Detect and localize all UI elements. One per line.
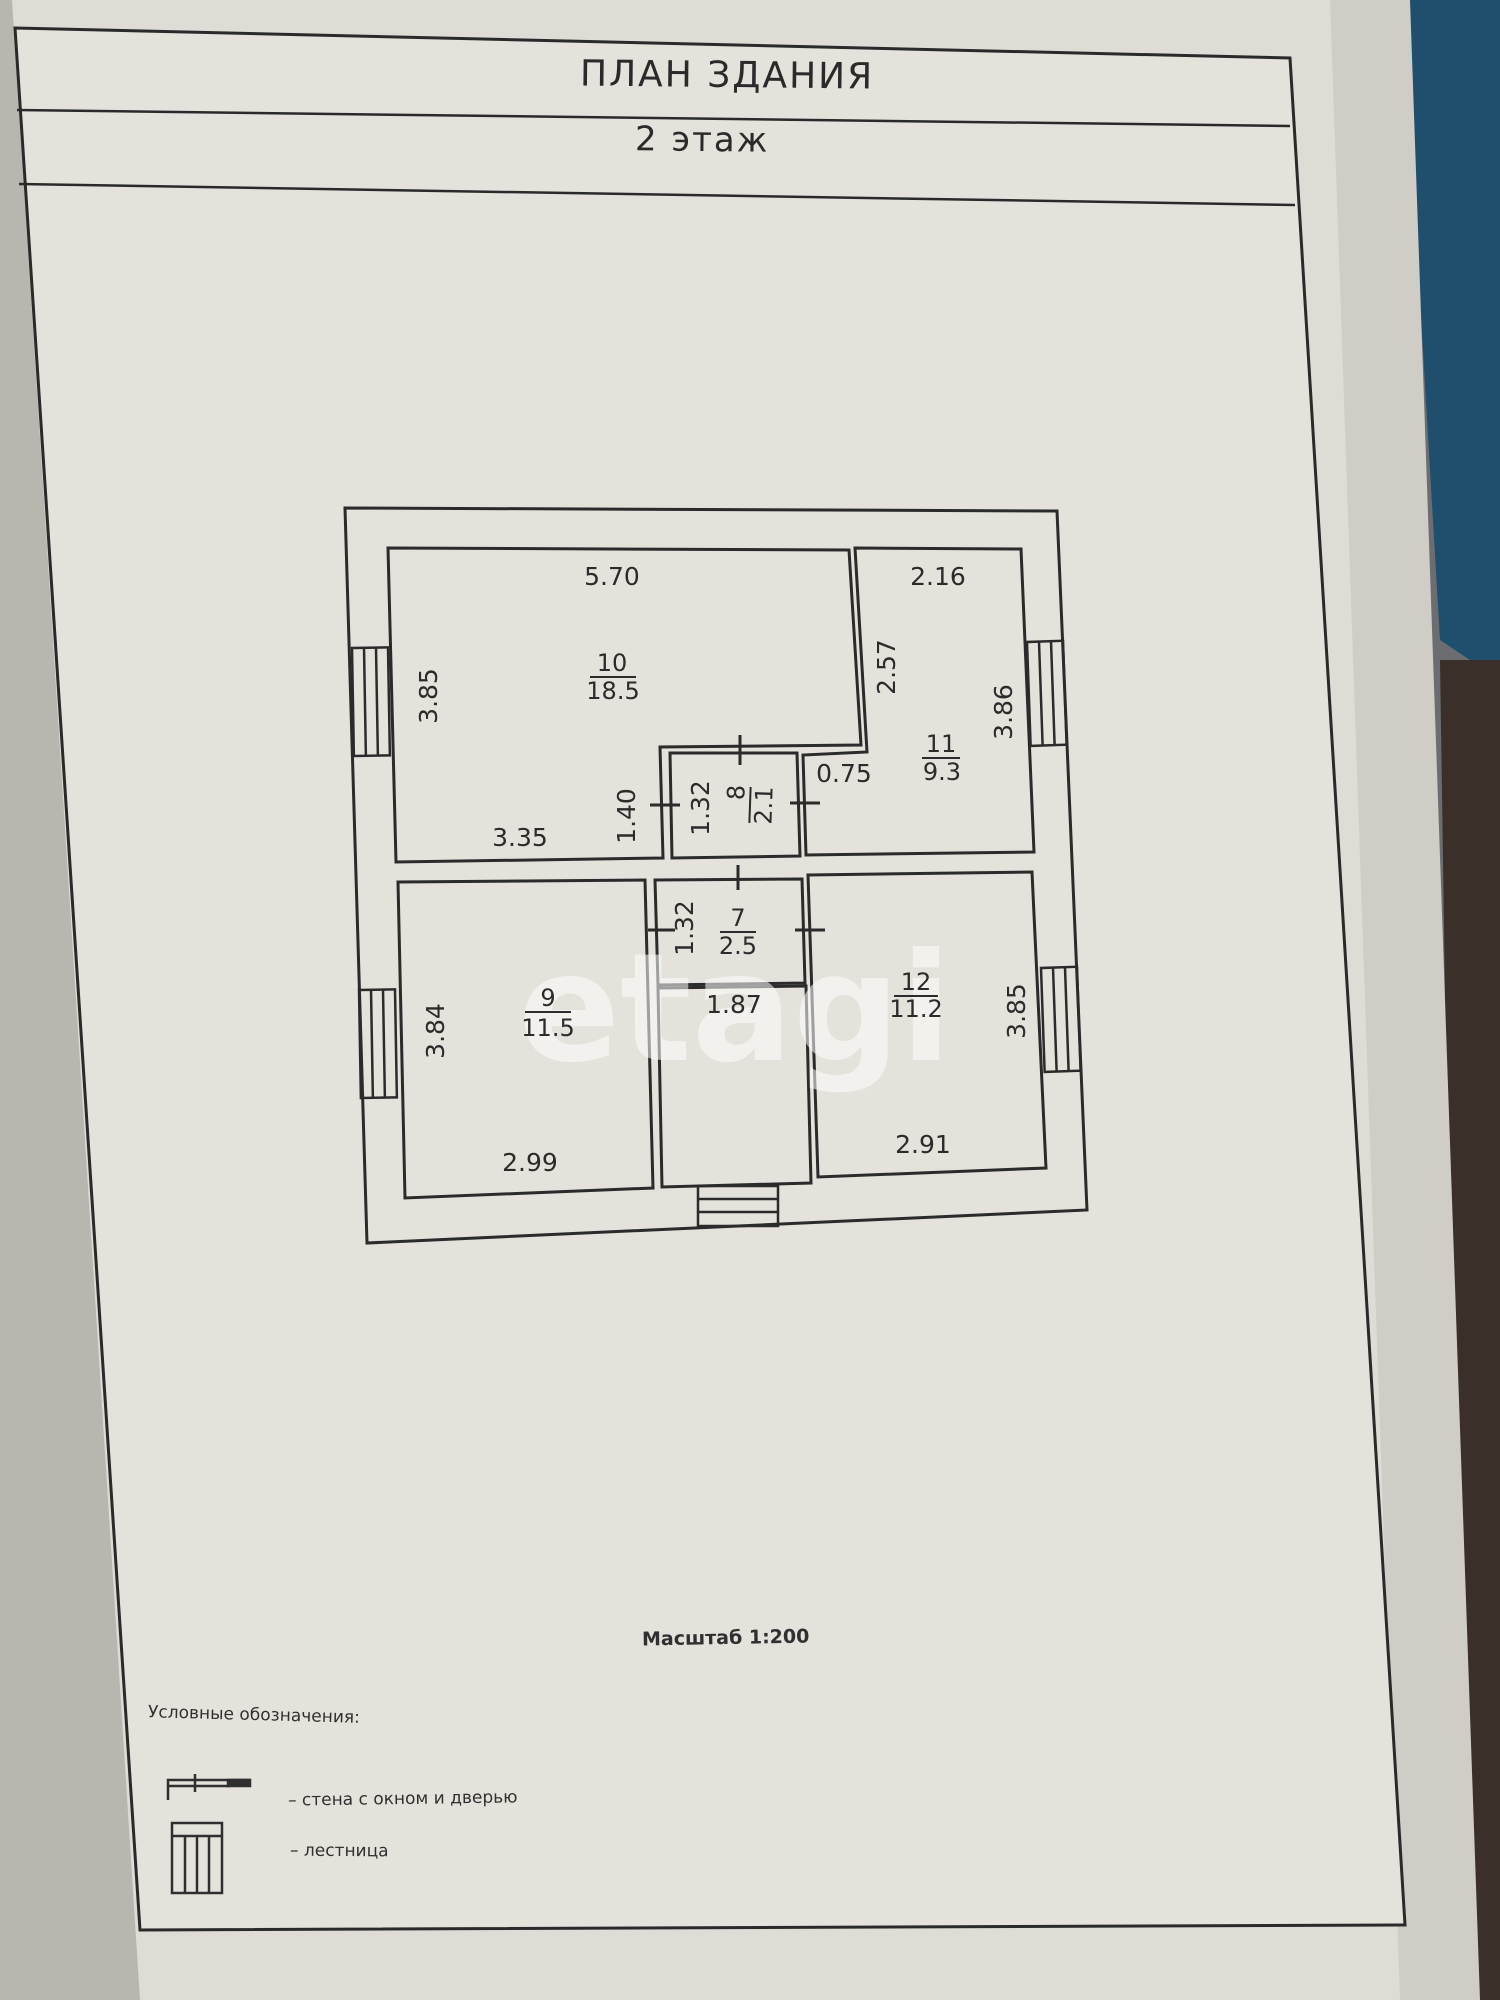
stairs-icon xyxy=(170,1821,224,1895)
room-12-outline xyxy=(806,870,1048,1179)
room-12-number: 12 xyxy=(901,968,932,996)
dim-room11-step: 0.75 xyxy=(816,759,872,788)
window-icon xyxy=(357,988,399,1100)
room-8-area: 2.1 xyxy=(749,786,778,825)
dim-room10-top: 5.70 xyxy=(584,562,640,591)
room-11-outline xyxy=(801,546,1036,857)
dim-hall-width: 1.87 xyxy=(706,990,762,1019)
window-icon xyxy=(1039,965,1082,1074)
room-8-number: 8 xyxy=(722,784,751,800)
dim-room9-left: 3.84 xyxy=(421,1003,450,1059)
room-10-outline xyxy=(386,546,863,864)
dim-room12-right: 3.85 xyxy=(1002,983,1031,1039)
room-walls xyxy=(386,546,1048,1200)
watermark: etagi xyxy=(518,922,951,1096)
floor-label: 2 этаж xyxy=(634,119,770,161)
dim-room11-top: 2.16 xyxy=(910,562,966,591)
dim-room9-bottom: 2.99 xyxy=(502,1148,558,1177)
dim-room12-bottom: 2.91 xyxy=(895,1130,951,1159)
room-9-outline xyxy=(396,878,655,1200)
room-7-number: 7 xyxy=(730,904,745,932)
dim-room11-left: 2.57 xyxy=(872,639,901,695)
dimension-labels: 5.70 3.85 3.35 1.40 2.16 2.57 3.86 0.75 … xyxy=(414,562,1031,1177)
window-icon xyxy=(350,646,392,758)
room-11-area: 9.3 xyxy=(923,758,961,786)
title-divider-2 xyxy=(18,182,1296,207)
room-10-number: 10 xyxy=(597,649,628,677)
room-10-area: 18.5 xyxy=(586,677,639,705)
plan-title: ПЛАН ЗДАНИЯ xyxy=(579,53,875,98)
door-marks xyxy=(648,735,825,932)
legend-item-stairs: – лестница xyxy=(289,1840,389,1862)
dim-room10-step: 1.40 xyxy=(612,788,641,844)
dim-room10-left: 3.85 xyxy=(414,668,443,724)
room-7-area: 2.5 xyxy=(719,932,757,960)
window-icon xyxy=(1025,639,1068,748)
dim-room11-right: 3.86 xyxy=(989,684,1018,740)
dim-room8-height: 1.32 xyxy=(686,780,715,836)
sheet-frame xyxy=(13,26,1407,1932)
windows xyxy=(350,639,1082,1228)
legend-icons xyxy=(166,1774,252,1895)
stairs-icon xyxy=(696,1184,780,1228)
room-8-outline xyxy=(668,751,802,860)
room-11-number: 11 xyxy=(926,730,957,758)
dim-room7-height: 1.32 xyxy=(670,900,699,956)
hall-outline xyxy=(656,984,813,1189)
wall-window-door-icon xyxy=(166,1774,252,1800)
title-divider-1 xyxy=(16,108,1291,128)
room-labels: 10 18.5 11 9.3 8 2.1 7 2.5 9 11.5 12 11.… xyxy=(521,649,961,1042)
room-7-outline xyxy=(653,877,807,987)
legend-item-wall: – стена с окном и дверью xyxy=(287,1787,518,1811)
scale-label: Масштаб 1:200 xyxy=(641,1625,810,1651)
room-9-area: 11.5 xyxy=(521,1014,574,1042)
room-12-area: 11.2 xyxy=(889,995,942,1023)
room-9-number: 9 xyxy=(540,984,555,1012)
dim-room10-bottom: 3.35 xyxy=(492,823,548,852)
